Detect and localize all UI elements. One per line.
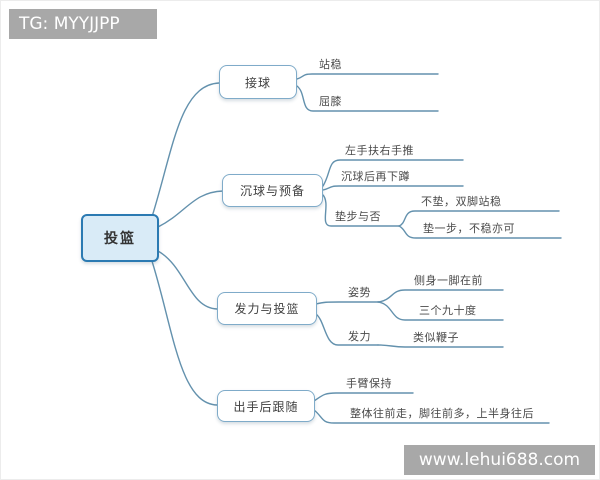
connector-leaf bbox=[296, 73, 439, 80]
watermark-telegram: TG: MYYJJPP bbox=[9, 9, 157, 39]
connector-leaf bbox=[398, 225, 562, 239]
leaf-node-label[interactable]: 姿势 bbox=[348, 286, 371, 299]
watermark-website: www.lehui688.com bbox=[404, 445, 595, 475]
root-node-shooting[interactable]: 投篮 bbox=[81, 214, 159, 262]
connector-leaf bbox=[322, 185, 464, 191]
leaf-node-label[interactable]: 整体往前走，脚往前多，上半身往后 bbox=[350, 407, 534, 420]
leaf-node-label[interactable]: 手臂保持 bbox=[346, 377, 392, 390]
connector-leaf bbox=[398, 210, 560, 227]
leaf-node-label[interactable]: 沉球后再下蹲 bbox=[341, 170, 410, 183]
connector-leaf bbox=[315, 313, 379, 346]
leaf-node-label[interactable]: 三个九十度 bbox=[419, 304, 477, 317]
connector-leaf bbox=[322, 194, 400, 227]
connector-root-branch4 bbox=[150, 257, 218, 406]
connector-leaf bbox=[313, 409, 550, 424]
connector-leaf bbox=[377, 301, 504, 321]
leaf-node-label[interactable]: 类似鞭子 bbox=[413, 331, 459, 344]
leaf-node-label[interactable]: 左手扶右手推 bbox=[345, 144, 414, 157]
connector-leaf bbox=[296, 85, 439, 112]
connector-leaf bbox=[377, 344, 504, 348]
branch-node-power-and-shoot[interactable]: 发力与投篮 bbox=[217, 292, 317, 325]
branch-node-sink-and-prepare[interactable]: 沉球与预备 bbox=[222, 174, 323, 207]
connector-leaf bbox=[315, 301, 379, 305]
leaf-node-label[interactable]: 垫步与否 bbox=[335, 210, 381, 223]
leaf-node-label[interactable]: 发力 bbox=[348, 330, 371, 343]
connector-leaf bbox=[313, 392, 414, 402]
leaf-node-label[interactable]: 站稳 bbox=[319, 58, 342, 71]
leaf-node-label[interactable]: 屈膝 bbox=[319, 95, 342, 108]
branch-node-follow-through[interactable]: 出手后跟随 bbox=[217, 390, 315, 422]
connector-root-branch2 bbox=[157, 190, 224, 228]
leaf-node-label[interactable]: 垫一步，不稳亦可 bbox=[423, 222, 515, 235]
branch-node-catch-ball[interactable]: 接球 bbox=[219, 65, 297, 99]
leaf-node-label[interactable]: 不垫，双脚站稳 bbox=[421, 195, 502, 208]
connector-leaf bbox=[377, 289, 504, 303]
leaf-node-label[interactable]: 侧身一脚在前 bbox=[414, 274, 483, 287]
connector-root-branch3 bbox=[157, 250, 218, 310]
connector-leaf bbox=[322, 159, 464, 187]
connector-root-branch1 bbox=[150, 82, 220, 221]
